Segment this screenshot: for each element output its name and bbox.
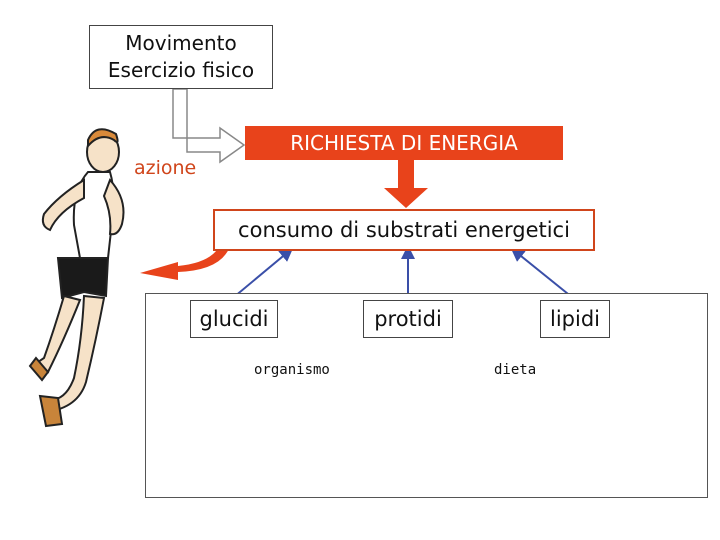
richiesta-energia-box: RICHIESTA DI ENERGIA — [245, 126, 563, 160]
glucidi-box: glucidi — [190, 300, 278, 338]
runner-illustration — [28, 128, 125, 428]
movimento-label: Movimento — [125, 31, 237, 55]
organismo-label: organismo — [254, 362, 330, 378]
lipidi-label: lipidi — [550, 307, 600, 331]
protidi-label: protidi — [374, 307, 442, 331]
protidi-box: protidi — [363, 300, 453, 338]
azione-label: azione — [134, 157, 197, 179]
esercizio-fisico-label: Esercizio fisico — [107, 58, 255, 82]
richiesta-energia-label: RICHIESTA DI ENERGIA — [290, 131, 518, 155]
glucidi-label: glucidi — [199, 307, 269, 331]
consumo-substrati-box: consumo di substrati energetici — [213, 209, 595, 251]
curved-arrow-consumo-to-runner — [140, 238, 232, 280]
dieta-label: dieta — [494, 362, 537, 378]
consumo-substrati-label: consumo di substrati energetici — [238, 218, 570, 242]
lipidi-box: lipidi — [540, 300, 610, 338]
movimento-box: Movimento Esercizio fisico — [89, 25, 273, 89]
down-arrow-richiesta-to-consumo — [384, 160, 428, 208]
elbow-arrow-movimento-to-richiesta — [172, 88, 246, 164]
